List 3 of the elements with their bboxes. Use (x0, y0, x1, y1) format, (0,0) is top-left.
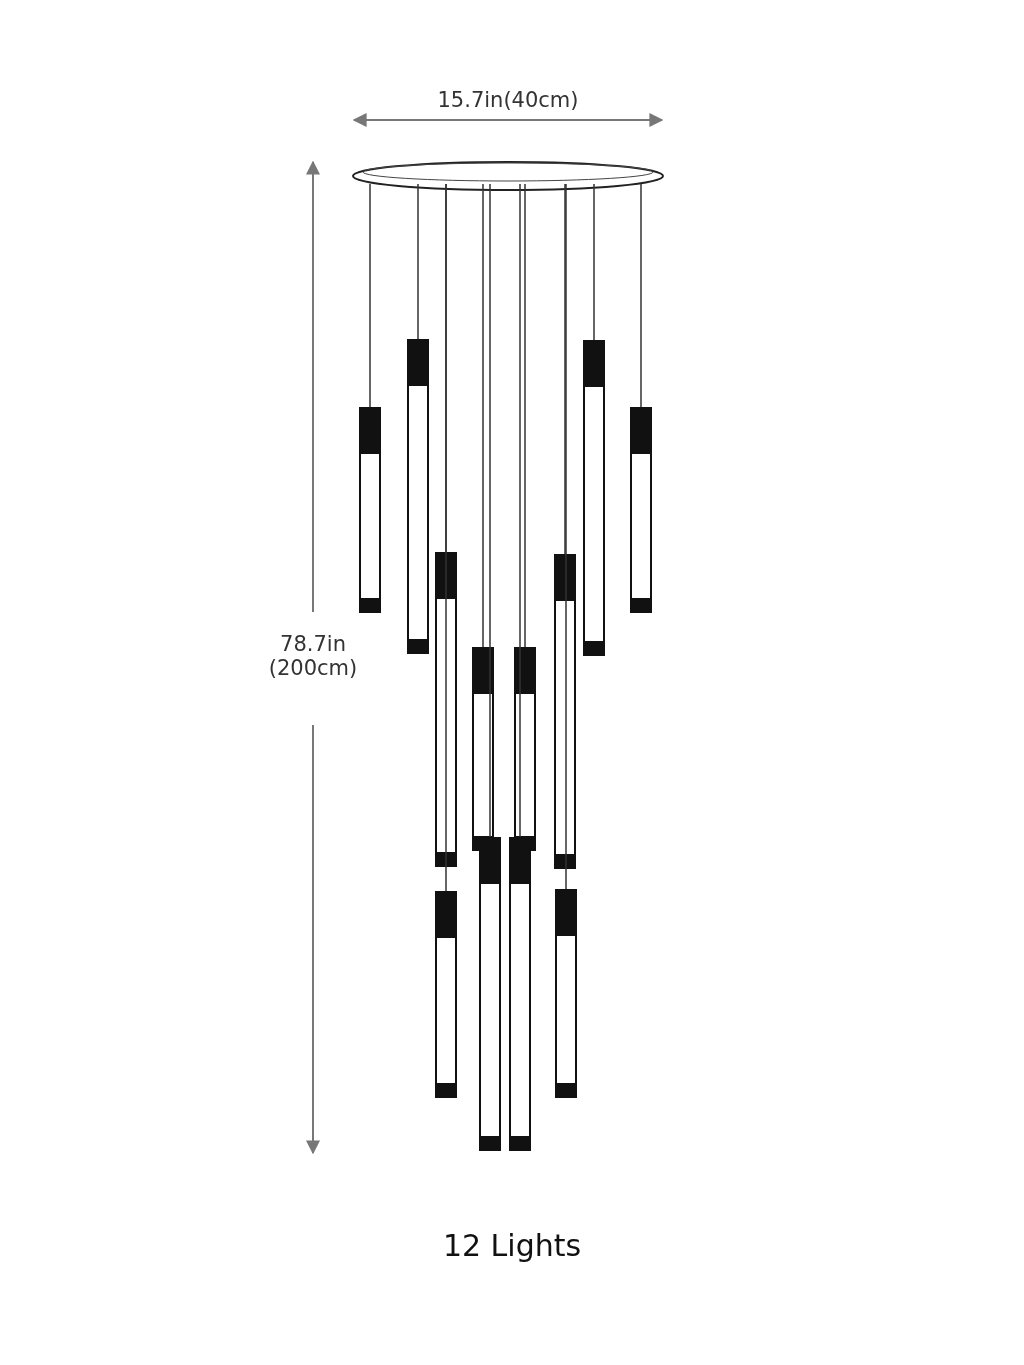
dimension-label: 15.7in(40cm) (436, 88, 580, 112)
dimension-label: 78.7in (200cm) (267, 632, 359, 680)
caption: 12 Lights (441, 1228, 583, 1263)
